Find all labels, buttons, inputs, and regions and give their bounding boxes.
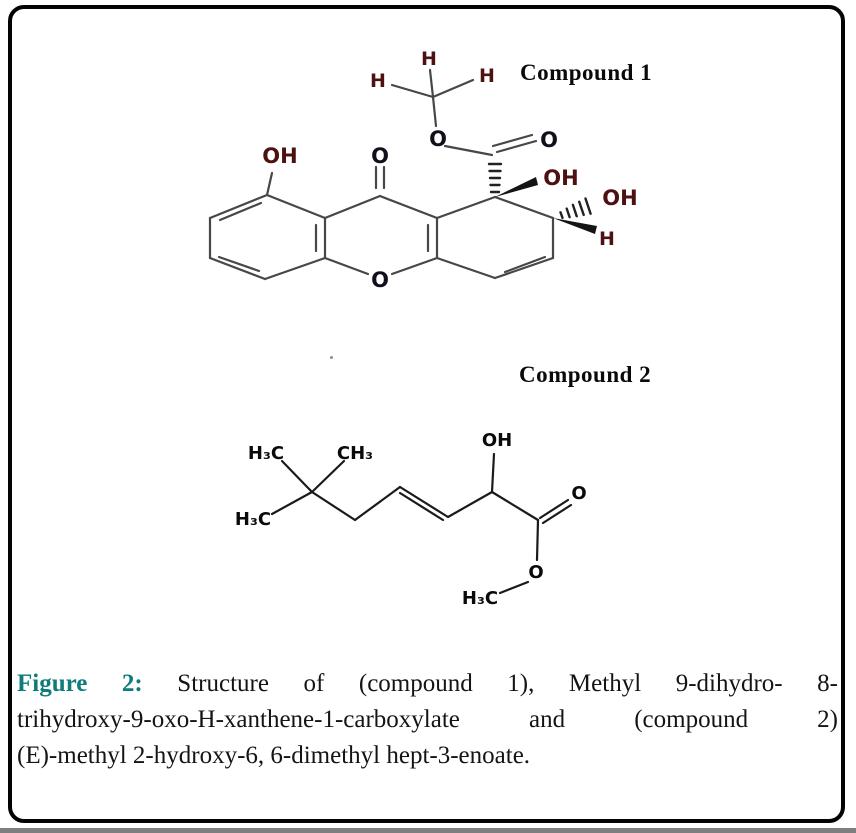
compound1-structure: OH O O H H H O O OH OH H xyxy=(208,48,638,292)
hashed-bond-ester xyxy=(487,162,503,194)
compound2-structure: H₃C CH₃ H₃C OH O O H₃C xyxy=(235,430,587,609)
atom-label-o-carbonyl: O xyxy=(540,128,558,152)
phenol-oh-bond xyxy=(265,171,274,197)
atom-label-methyl-top-left: H₃C xyxy=(248,443,284,464)
ester-carbonyl-double-bond-2 xyxy=(538,498,573,525)
atom-label-o-ring: O xyxy=(371,268,389,292)
wedge-bond-h-c2 xyxy=(553,218,597,234)
hashed-bond-oh-c2 xyxy=(559,197,592,220)
ester-carbonyl-double-bond xyxy=(491,133,538,154)
page-bottom-edge xyxy=(0,828,856,833)
carboxyl-to-ester-o-bond xyxy=(535,518,540,562)
cyclohexene-ring-bonds xyxy=(435,195,555,280)
atom-label-h-methyl-top: H xyxy=(421,48,437,70)
atom-label-h-methyl-right: H xyxy=(479,65,495,87)
caption-line-2: trihydroxy-9-oxo-H-xanthene-1-carboxylat… xyxy=(17,706,838,733)
atom-label-methyl-mid-left: H₃C xyxy=(235,509,271,530)
caption-line-1: Figure 2: Structure of (compound 1), Met… xyxy=(17,666,838,702)
stray-dot xyxy=(330,356,333,359)
methyl-group-bonds xyxy=(390,68,475,128)
atom-label-methyl-top-right: CH₃ xyxy=(337,443,373,464)
atom-label-oh-c1: OH xyxy=(543,166,578,190)
benzene-ring-bonds xyxy=(208,193,327,281)
atom-label-oh-2: OH xyxy=(482,430,512,451)
atom-label-h-methyl-left: H xyxy=(370,70,386,92)
ester-o-to-methyl-bond xyxy=(498,580,530,595)
caption-line-3: (E)-methyl 2-hydroxy-6, 6-dimethyl hept-… xyxy=(17,742,531,769)
pyranone-ring-bonds xyxy=(323,194,439,276)
chain-bonds xyxy=(270,452,540,522)
atom-label-oh-c2: OH xyxy=(602,186,637,210)
figure-caption: Figure 2: Structure of (compound 1), Met… xyxy=(17,666,838,774)
figure-frame xyxy=(8,5,845,823)
ester-o-c-bond xyxy=(443,144,494,157)
atom-label-h-c2: H xyxy=(599,228,615,250)
compound2-title: Compound 2 xyxy=(519,362,652,387)
caption-line-1-text: Structure of (compound 1), Methyl 9-dihy… xyxy=(142,670,838,697)
wedge-bond-oh-c1 xyxy=(495,177,538,197)
ketone-double-bond xyxy=(374,165,386,190)
atom-label-o-ketone: O xyxy=(371,144,389,168)
compound1-title: Compound 1 xyxy=(520,60,653,85)
atom-label-oh-phenol: OH xyxy=(262,144,297,168)
atom-label-methyl-ester: H₃C xyxy=(462,588,498,609)
atom-label-o-ester: O xyxy=(429,127,447,151)
atom-label-o-carbonyl-2: O xyxy=(571,483,586,504)
figure-number-label: Figure 2: xyxy=(17,670,143,697)
atom-label-o-ester-2: O xyxy=(528,562,543,583)
